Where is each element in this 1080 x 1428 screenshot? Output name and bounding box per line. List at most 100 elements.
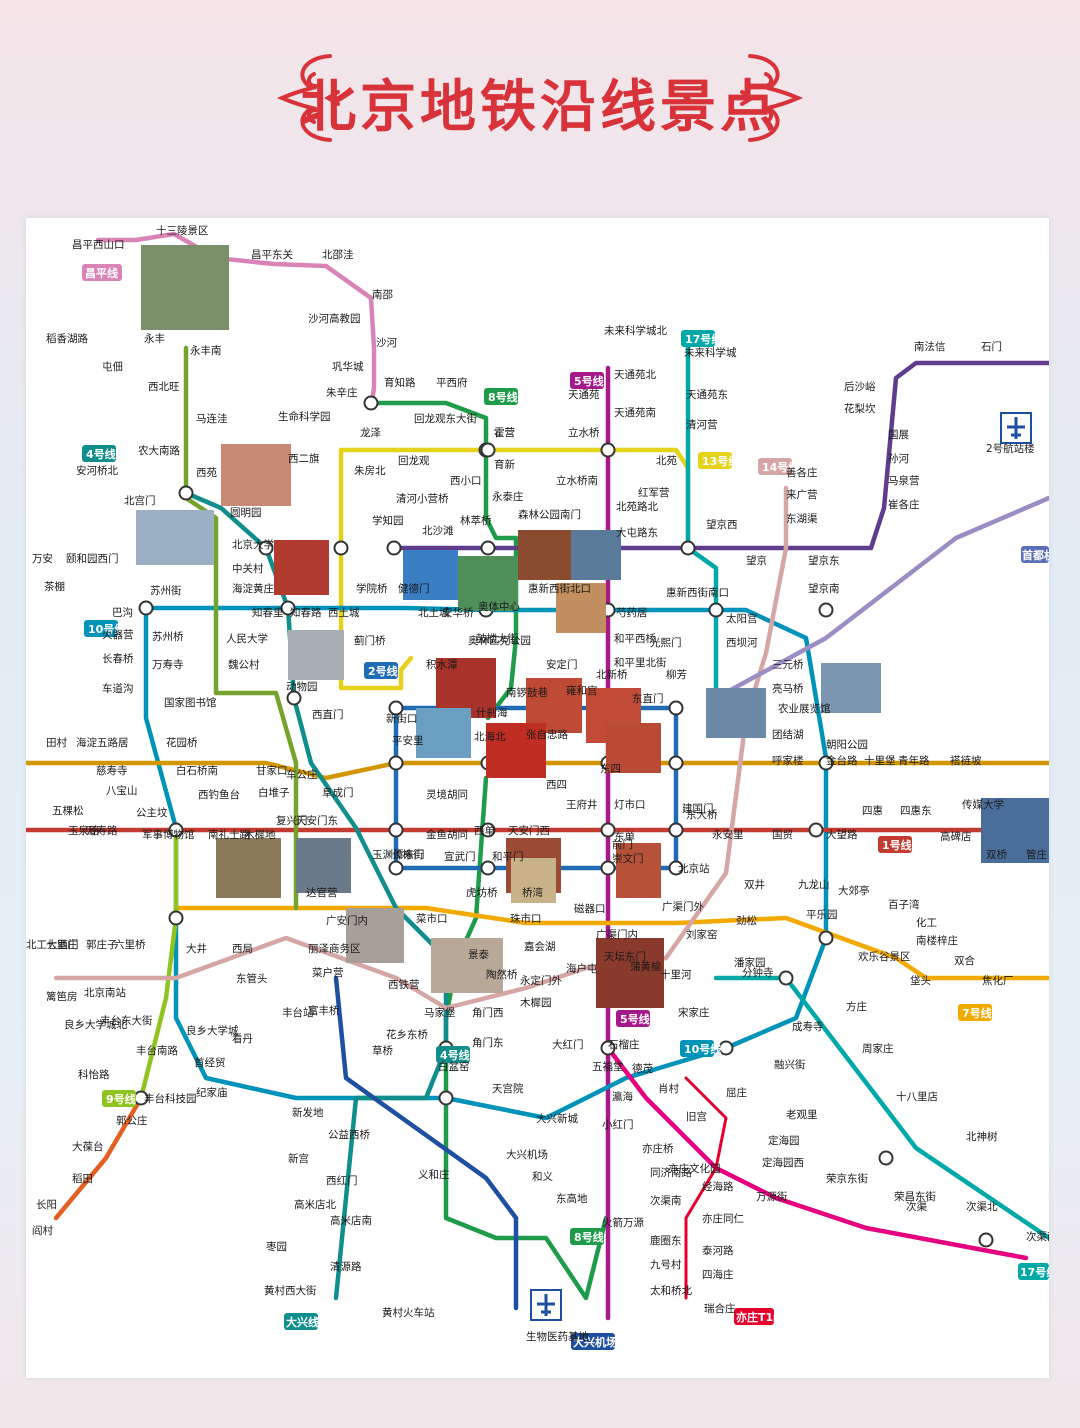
station-label[interactable]: 2号航站楼 — [986, 442, 1035, 455]
station-label[interactable]: 林萃桥 — [460, 514, 492, 527]
line-badge[interactable]: 5号线 — [570, 372, 604, 389]
station-label[interactable]: 西钓鱼台 — [198, 788, 240, 801]
station-label[interactable]: 南楼梓庄 — [916, 934, 958, 947]
station-label[interactable]: 菜市口 — [416, 912, 448, 925]
station-label[interactable]: 朱辛庄 — [326, 386, 358, 399]
station-label[interactable]: 西土城 — [328, 606, 360, 619]
station-label[interactable]: 金鱼胡同 — [426, 828, 468, 841]
line-17[interactable] — [685, 335, 1049, 1241]
station-label[interactable]: 黄村西大街 — [264, 1284, 317, 1297]
station-label[interactable]: 木樨地 — [244, 828, 276, 841]
station-label[interactable]: 育知路 — [384, 376, 416, 389]
interchange-station-icon[interactable] — [818, 602, 834, 618]
station-label[interactable]: 西单 — [474, 825, 495, 837]
landmark-photo[interactable] — [416, 708, 471, 758]
station-label[interactable]: 老观里 — [786, 1108, 818, 1121]
line-badge[interactable]: 8号线 — [484, 388, 518, 405]
station-label[interactable]: 东大桥 — [686, 808, 718, 821]
station-label[interactable]: 双桥 — [986, 849, 1007, 861]
station-label[interactable]: 海户屯 — [566, 962, 598, 975]
station-label[interactable]: 田村 — [46, 736, 67, 749]
station-label[interactable]: 西四 — [546, 779, 567, 791]
station-label[interactable]: 同济南路 — [650, 1166, 692, 1179]
station-label[interactable]: 望京西 — [706, 518, 738, 531]
landmark-photo[interactable] — [136, 510, 214, 565]
station-label[interactable]: 良乡大学城北 — [64, 1018, 127, 1031]
station-label[interactable]: 看丹 — [232, 1032, 253, 1045]
interchange-station-icon[interactable] — [138, 600, 154, 616]
station-label[interactable]: 马家堡 — [424, 1006, 456, 1019]
station-label[interactable]: 东湖渠 — [786, 512, 818, 525]
line-fangshan[interactable] — [53, 1095, 144, 1221]
station-label[interactable]: 复兴门 — [276, 814, 308, 827]
interchange-station-icon[interactable] — [818, 930, 834, 946]
station-label[interactable]: 生命科学园 — [278, 410, 331, 423]
station-label[interactable]: 鹿圈东 — [650, 1234, 682, 1247]
landmark-photo[interactable] — [596, 938, 664, 1008]
station-label[interactable]: 红军营 — [638, 486, 670, 499]
station-label[interactable]: 八宝山 — [106, 784, 138, 797]
interchange-station-icon[interactable] — [388, 755, 404, 771]
station-label[interactable]: 荣昌东街 — [894, 1190, 936, 1203]
station-label[interactable]: 德茂 — [632, 1062, 653, 1075]
station-label[interactable]: 西红门 — [326, 1174, 358, 1187]
station-label[interactable]: 郭庄子 — [86, 938, 118, 951]
line-badge[interactable]: 10号线 — [84, 620, 125, 637]
station-label[interactable]: 西铁营 — [388, 978, 420, 991]
station-label[interactable]: 奥林匹克公园 — [468, 634, 531, 647]
landmark-photo[interactable] — [141, 245, 229, 330]
station-label[interactable]: 东直门 — [632, 692, 664, 705]
landmark-photo[interactable] — [606, 723, 661, 773]
station-label[interactable]: 和平门 — [492, 850, 524, 863]
station-label[interactable]: 南锣鼓巷 — [506, 686, 548, 699]
station-label[interactable]: 枣园 — [266, 1241, 287, 1253]
station-label[interactable]: 南法信 — [914, 340, 946, 353]
station-label[interactable]: 清源路 — [330, 1260, 362, 1273]
station-label[interactable]: 十里堡 — [864, 754, 896, 767]
station-label[interactable]: 丰台南路 — [136, 1044, 178, 1057]
station-label[interactable]: 军事博物馆 — [142, 828, 195, 841]
station-label[interactable]: 五福堂 — [592, 1060, 624, 1073]
station-label[interactable]: 大屯路东 — [616, 526, 658, 539]
station-label[interactable]: 清河营 — [686, 418, 718, 431]
landmark-photo[interactable] — [403, 550, 458, 600]
station-label[interactable]: 王府井 — [566, 798, 598, 811]
station-label[interactable]: 呼家楼 — [772, 754, 804, 767]
station-label[interactable]: 火箭万源 — [602, 1216, 644, 1229]
station-label[interactable]: 北新桥 — [596, 668, 628, 681]
station-label[interactable]: 学知园 — [372, 514, 404, 527]
station-label[interactable]: 首经贸 — [194, 1056, 226, 1069]
station-label[interactable]: 魏公村 — [228, 658, 260, 671]
station-label[interactable]: 天通苑北 — [614, 368, 656, 381]
station-label[interactable]: 管庄 — [1026, 848, 1047, 861]
station-label[interactable]: 化工 — [916, 916, 937, 929]
station-label[interactable]: 积水潭 — [426, 659, 458, 671]
station-label[interactable]: 光熙门 — [650, 636, 682, 649]
station-label[interactable]: 花乡东桥 — [386, 1028, 428, 1041]
station-label[interactable]: 四惠东 — [900, 804, 932, 817]
station-label[interactable]: 黄村火车站 — [382, 1306, 435, 1319]
interchange-station-icon[interactable] — [168, 910, 184, 926]
station-label[interactable]: 茶棚 — [44, 580, 65, 593]
station-label[interactable]: 郭公庄 — [116, 1114, 148, 1127]
station-label[interactable]: 颐和园西门 — [66, 552, 119, 565]
station-label[interactable]: 蒲黄榆 — [630, 960, 662, 973]
station-label[interactable]: 欢乐谷景区 — [858, 950, 911, 963]
interchange-station-icon[interactable] — [680, 540, 696, 556]
station-label[interactable]: 望京 — [746, 554, 767, 567]
station-label[interactable]: 天安门东 — [296, 814, 338, 827]
station-label[interactable]: 丰台东大街 — [100, 1014, 153, 1027]
station-label[interactable]: 周家庄 — [862, 1042, 894, 1055]
station-label[interactable]: 经海路 — [702, 1180, 734, 1193]
landmark-photo[interactable] — [821, 663, 881, 713]
station-label[interactable]: 泰河路 — [702, 1244, 734, 1257]
station-label[interactable]: 平乐园 — [806, 909, 838, 921]
station-label[interactable]: 知春里 — [252, 606, 284, 619]
station-label[interactable]: 丰台科技园 — [144, 1092, 197, 1105]
station-label[interactable]: 九龙山 — [798, 878, 830, 891]
station-label[interactable]: 分钟寺 — [742, 966, 774, 979]
station-label[interactable]: 亮马桥 — [772, 682, 804, 695]
station-label[interactable]: 四海庄 — [702, 1268, 734, 1281]
station-label[interactable]: 车道沟 — [102, 682, 134, 695]
station-label[interactable]: 人民大学 — [226, 632, 268, 645]
